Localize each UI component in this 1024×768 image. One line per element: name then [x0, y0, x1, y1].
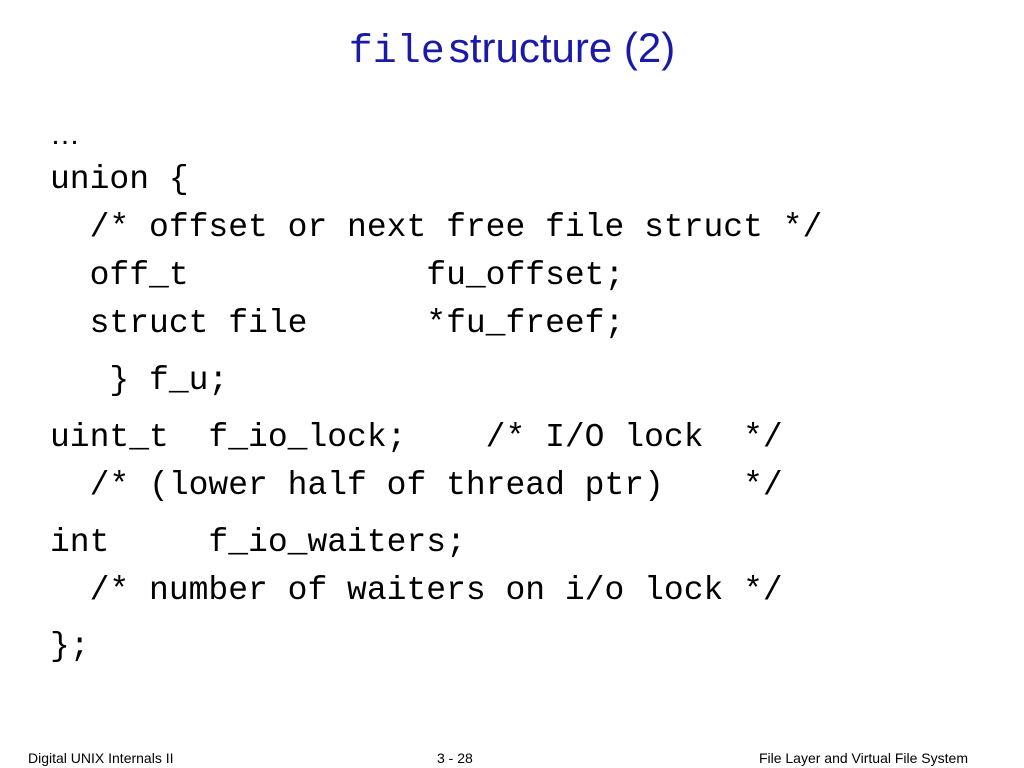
footer-page-number: 3 - 28	[437, 750, 473, 766]
footer-course-title: Digital UNIX Internals II	[28, 750, 174, 766]
code-line: };	[50, 628, 90, 665]
code-line: /* offset or next free file struct */	[50, 209, 823, 246]
code-line: /* number of waiters on i/o lock */	[50, 572, 783, 609]
footer-section-title: File Layer and Virtual File System	[758, 750, 968, 766]
code-line: off_t fu_offset;	[50, 257, 625, 294]
code-line: /* (lower half of thread ptr) */	[50, 467, 783, 504]
code-line: union {	[50, 161, 189, 198]
code-line: uint_t f_io_lock; /* I/O lock */	[50, 419, 783, 456]
ellipsis-line: …	[50, 118, 80, 151]
title-code-word: file	[348, 30, 445, 75]
code-line: } f_u;	[50, 362, 229, 399]
slide-title: file structure (2)	[0, 24, 1024, 75]
code-line: int f_io_waiters;	[50, 524, 466, 561]
code-line: struct file *fu_freef;	[50, 305, 625, 342]
title-text: structure (2)	[448, 24, 676, 71]
